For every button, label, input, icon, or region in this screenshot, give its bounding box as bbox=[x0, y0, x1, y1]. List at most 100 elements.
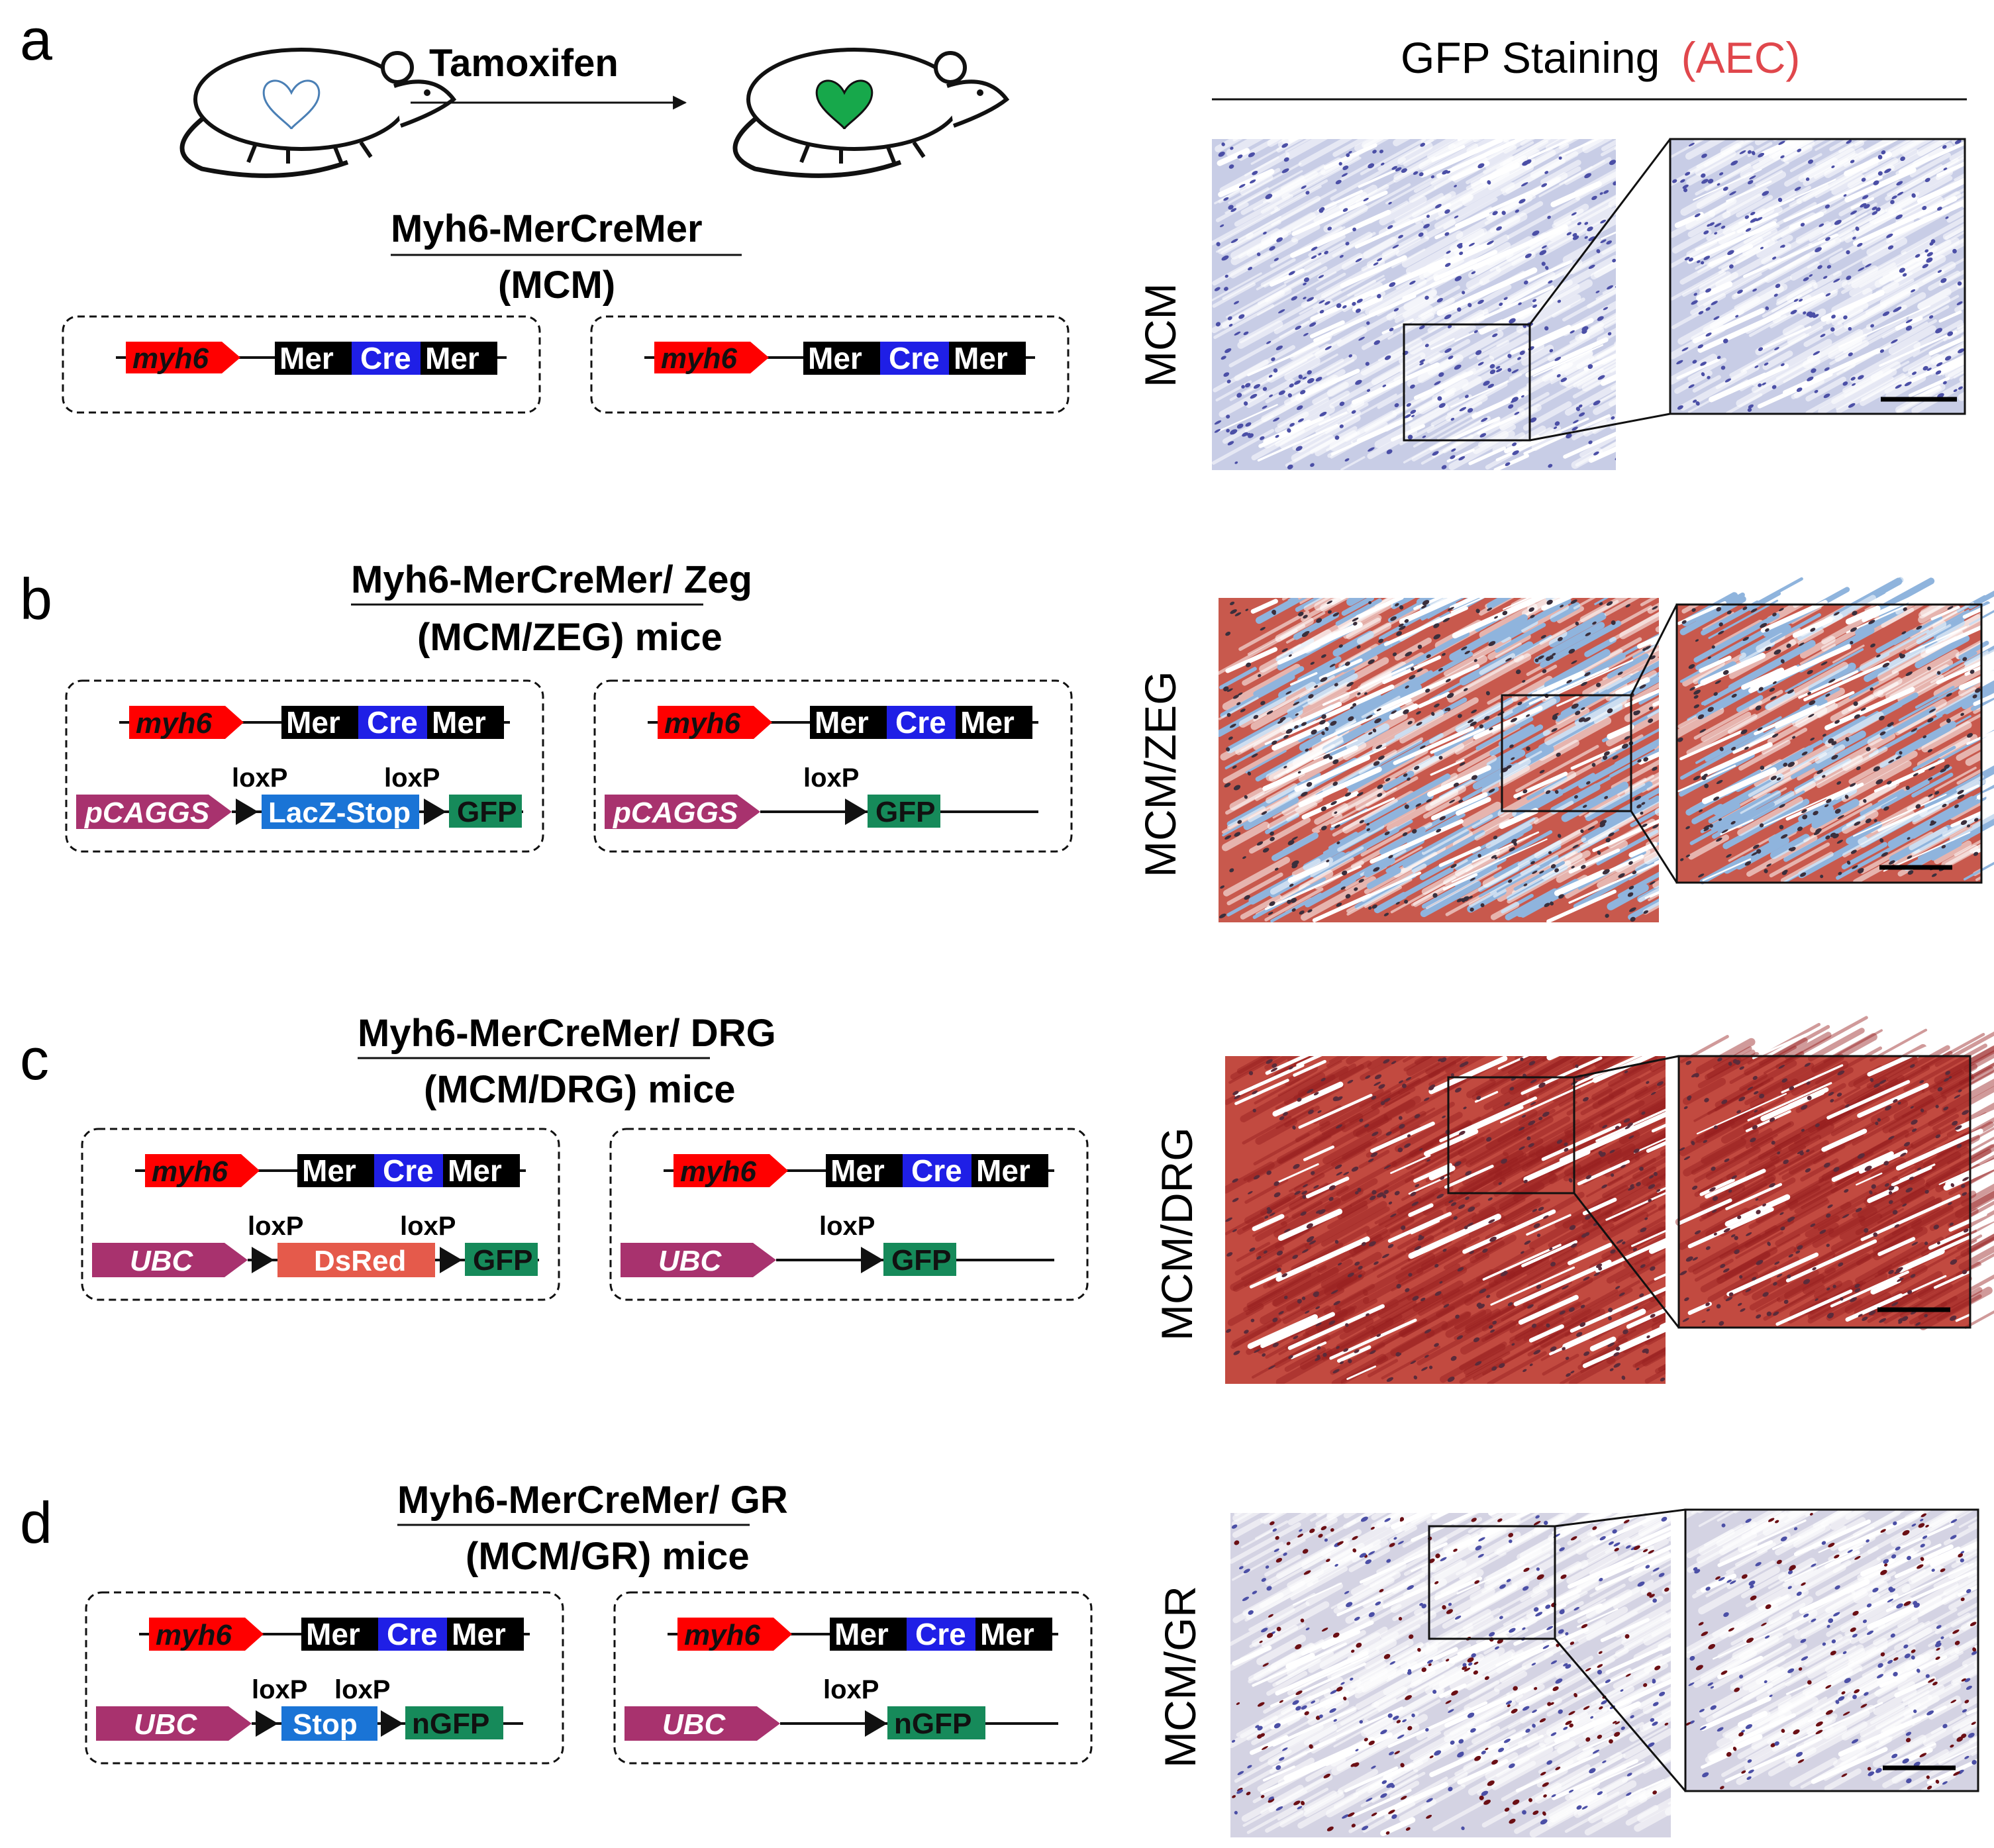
svg-text:Mer: Mer bbox=[815, 705, 869, 740]
svg-text:Mer: Mer bbox=[976, 1153, 1030, 1188]
svg-text:Cre: Cre bbox=[911, 1153, 962, 1188]
svg-text:loxP: loxP bbox=[252, 1675, 307, 1704]
gfp-reporter bbox=[449, 795, 522, 828]
micrograph-main-2 bbox=[1219, 598, 1659, 922]
svg-text:Mer: Mer bbox=[279, 341, 334, 375]
construct-box-b-after: myh6 Mer Cre Mer pCAGGS loxP GFP bbox=[593, 679, 1073, 853]
svg-text:Mer: Mer bbox=[432, 705, 486, 740]
svg-text:Mer: Mer bbox=[834, 1617, 889, 1651]
svg-text:Cre: Cre bbox=[895, 705, 946, 740]
svg-text:DsRed: DsRed bbox=[314, 1245, 406, 1277]
svg-text:LacZ-Stop: LacZ-Stop bbox=[268, 797, 411, 829]
loxp-arrow-1 bbox=[236, 799, 258, 825]
zoom-connector-top-4 bbox=[1554, 1508, 1686, 1528]
zoom-connector-bottom-4 bbox=[1554, 1638, 1687, 1792]
svg-text:UBC: UBC bbox=[130, 1245, 194, 1277]
zoom-connector-bottom-2 bbox=[1630, 810, 1678, 883]
zoom-region-box-3 bbox=[1447, 1076, 1575, 1194]
panel-d-title: Myh6-MerCreMer/ GR bbox=[397, 1479, 788, 1522]
svg-text:Mer: Mer bbox=[960, 705, 1015, 740]
mouse-icon-after bbox=[732, 48, 1010, 178]
row-label-mcm-zeg: MCM/ZEG bbox=[1136, 671, 1185, 877]
mouse-icon-before bbox=[179, 48, 457, 178]
panel-b-title: Myh6-MerCreMer/ Zeg bbox=[351, 558, 752, 601]
panel-b-subtitle: (MCM/ZEG) mice bbox=[417, 616, 723, 659]
svg-text:GFP: GFP bbox=[457, 796, 517, 828]
svg-text:loxP: loxP bbox=[248, 1212, 303, 1241]
zoom-connector-bottom-1 bbox=[1529, 413, 1671, 442]
construct-box-b-before: myh6 Mer Cre Mer pCAGGS loxP LacZ-Stop l… bbox=[65, 679, 544, 853]
staining-header: GFP Staining (AEC) bbox=[1401, 33, 1800, 82]
svg-text:loxP: loxP bbox=[232, 763, 287, 793]
svg-text:nGFP: nGFP bbox=[894, 1708, 972, 1740]
micrograph-inset-1 bbox=[1668, 106, 1994, 415]
myh6-promoter bbox=[126, 342, 240, 373]
construct-box-c-after: myh6 Mer Cre Mer UBC loxP GFP bbox=[609, 1128, 1089, 1301]
svg-text:Mer: Mer bbox=[980, 1617, 1034, 1651]
stop-cassette bbox=[262, 795, 419, 829]
svg-text:myh6: myh6 bbox=[152, 1155, 228, 1188]
svg-text:Cre: Cre bbox=[889, 341, 940, 375]
svg-text:Mer: Mer bbox=[302, 1153, 356, 1188]
svg-text:Cre: Cre bbox=[387, 1617, 438, 1651]
panel-letter-b: b bbox=[20, 566, 52, 632]
svg-text:pCAGGS: pCAGGS bbox=[84, 797, 209, 829]
zoom-connector-top-1 bbox=[1528, 138, 1671, 325]
svg-text:loxP: loxP bbox=[334, 1675, 390, 1704]
svg-text:Stop: Stop bbox=[293, 1708, 358, 1741]
svg-text:Mer: Mer bbox=[954, 341, 1008, 375]
svg-text:GFP: GFP bbox=[875, 796, 935, 828]
loxp-arrow-2 bbox=[424, 799, 446, 825]
construct-box-d-before: myh6 Mer Cre Mer UBC loxP Stop loxP nGFP bbox=[85, 1591, 564, 1765]
construct-box-c-before: myh6 Mer Cre Mer UBC loxP DsRed loxP GFP bbox=[81, 1128, 560, 1301]
svg-text:UBC: UBC bbox=[658, 1245, 723, 1277]
svg-text:UBC: UBC bbox=[662, 1708, 726, 1741]
zoom-connector-top-3 bbox=[1573, 1055, 1679, 1079]
inset-frame-4 bbox=[1684, 1508, 1979, 1792]
heart-icon-outline bbox=[262, 79, 321, 130]
micrograph-main-1 bbox=[1212, 139, 1652, 470]
row-label-mcm: MCM bbox=[1136, 283, 1185, 387]
heart-icon-filled bbox=[815, 79, 873, 130]
micrograph-inset-2 bbox=[1673, 569, 1994, 885]
micrograph-inset-3 bbox=[1675, 1016, 1994, 1331]
svg-text:loxP: loxP bbox=[384, 763, 440, 793]
svg-text:Cre: Cre bbox=[367, 705, 418, 740]
svg-text:loxP: loxP bbox=[803, 763, 859, 793]
tamoxifen-label: Tamoxifen bbox=[429, 42, 619, 85]
construct-box-a-before: myh6 Mer Cre Mer bbox=[62, 315, 541, 414]
svg-text:pCAGGS: pCAGGS bbox=[613, 797, 738, 829]
row-label-mcm-drg: MCM/DRG bbox=[1152, 1127, 1201, 1341]
svg-text:Mer: Mer bbox=[808, 341, 862, 375]
svg-text:Mer: Mer bbox=[425, 341, 479, 375]
svg-text:GFP: GFP bbox=[473, 1244, 532, 1277]
svg-text:myh6: myh6 bbox=[132, 342, 209, 375]
inset-frame-1 bbox=[1669, 138, 1966, 415]
svg-text:Mer: Mer bbox=[448, 1153, 502, 1188]
svg-text:myh6: myh6 bbox=[156, 1619, 232, 1651]
panel-c-title: Myh6-MerCreMer/ DRG bbox=[358, 1012, 776, 1055]
svg-text:Mer: Mer bbox=[286, 705, 340, 740]
zoom-region-box-2 bbox=[1501, 694, 1632, 812]
micrograph-inset-4 bbox=[1683, 1469, 1994, 1794]
svg-text:myh6: myh6 bbox=[136, 707, 212, 740]
zoom-region-box-4 bbox=[1428, 1525, 1556, 1640]
construct-box-d-after: myh6 Mer Cre Mer UBC loxP nGFP bbox=[613, 1591, 1093, 1765]
micrograph-main-3 bbox=[1225, 1056, 1666, 1384]
background-gap bbox=[1616, 139, 1652, 470]
svg-text:myh6: myh6 bbox=[661, 342, 737, 375]
svg-text:myh6: myh6 bbox=[664, 707, 740, 740]
panel-a-subtitle: (MCM) bbox=[498, 264, 615, 307]
svg-text:myh6: myh6 bbox=[684, 1619, 760, 1651]
row-label-mcm-gr: MCM/GR bbox=[1156, 1586, 1205, 1768]
svg-text:GFP: GFP bbox=[891, 1244, 951, 1277]
svg-text:UBC: UBC bbox=[134, 1708, 198, 1741]
svg-text:Cre: Cre bbox=[915, 1617, 966, 1651]
zoom-connector-bottom-3 bbox=[1573, 1192, 1680, 1328]
inset-frame-3 bbox=[1677, 1055, 1971, 1329]
panel-d-subtitle: (MCM/GR) mice bbox=[466, 1535, 750, 1578]
svg-text:Mer: Mer bbox=[830, 1153, 885, 1188]
micrograph-main-4 bbox=[1230, 1513, 1671, 1837]
zoom-region-box-1 bbox=[1403, 323, 1531, 442]
